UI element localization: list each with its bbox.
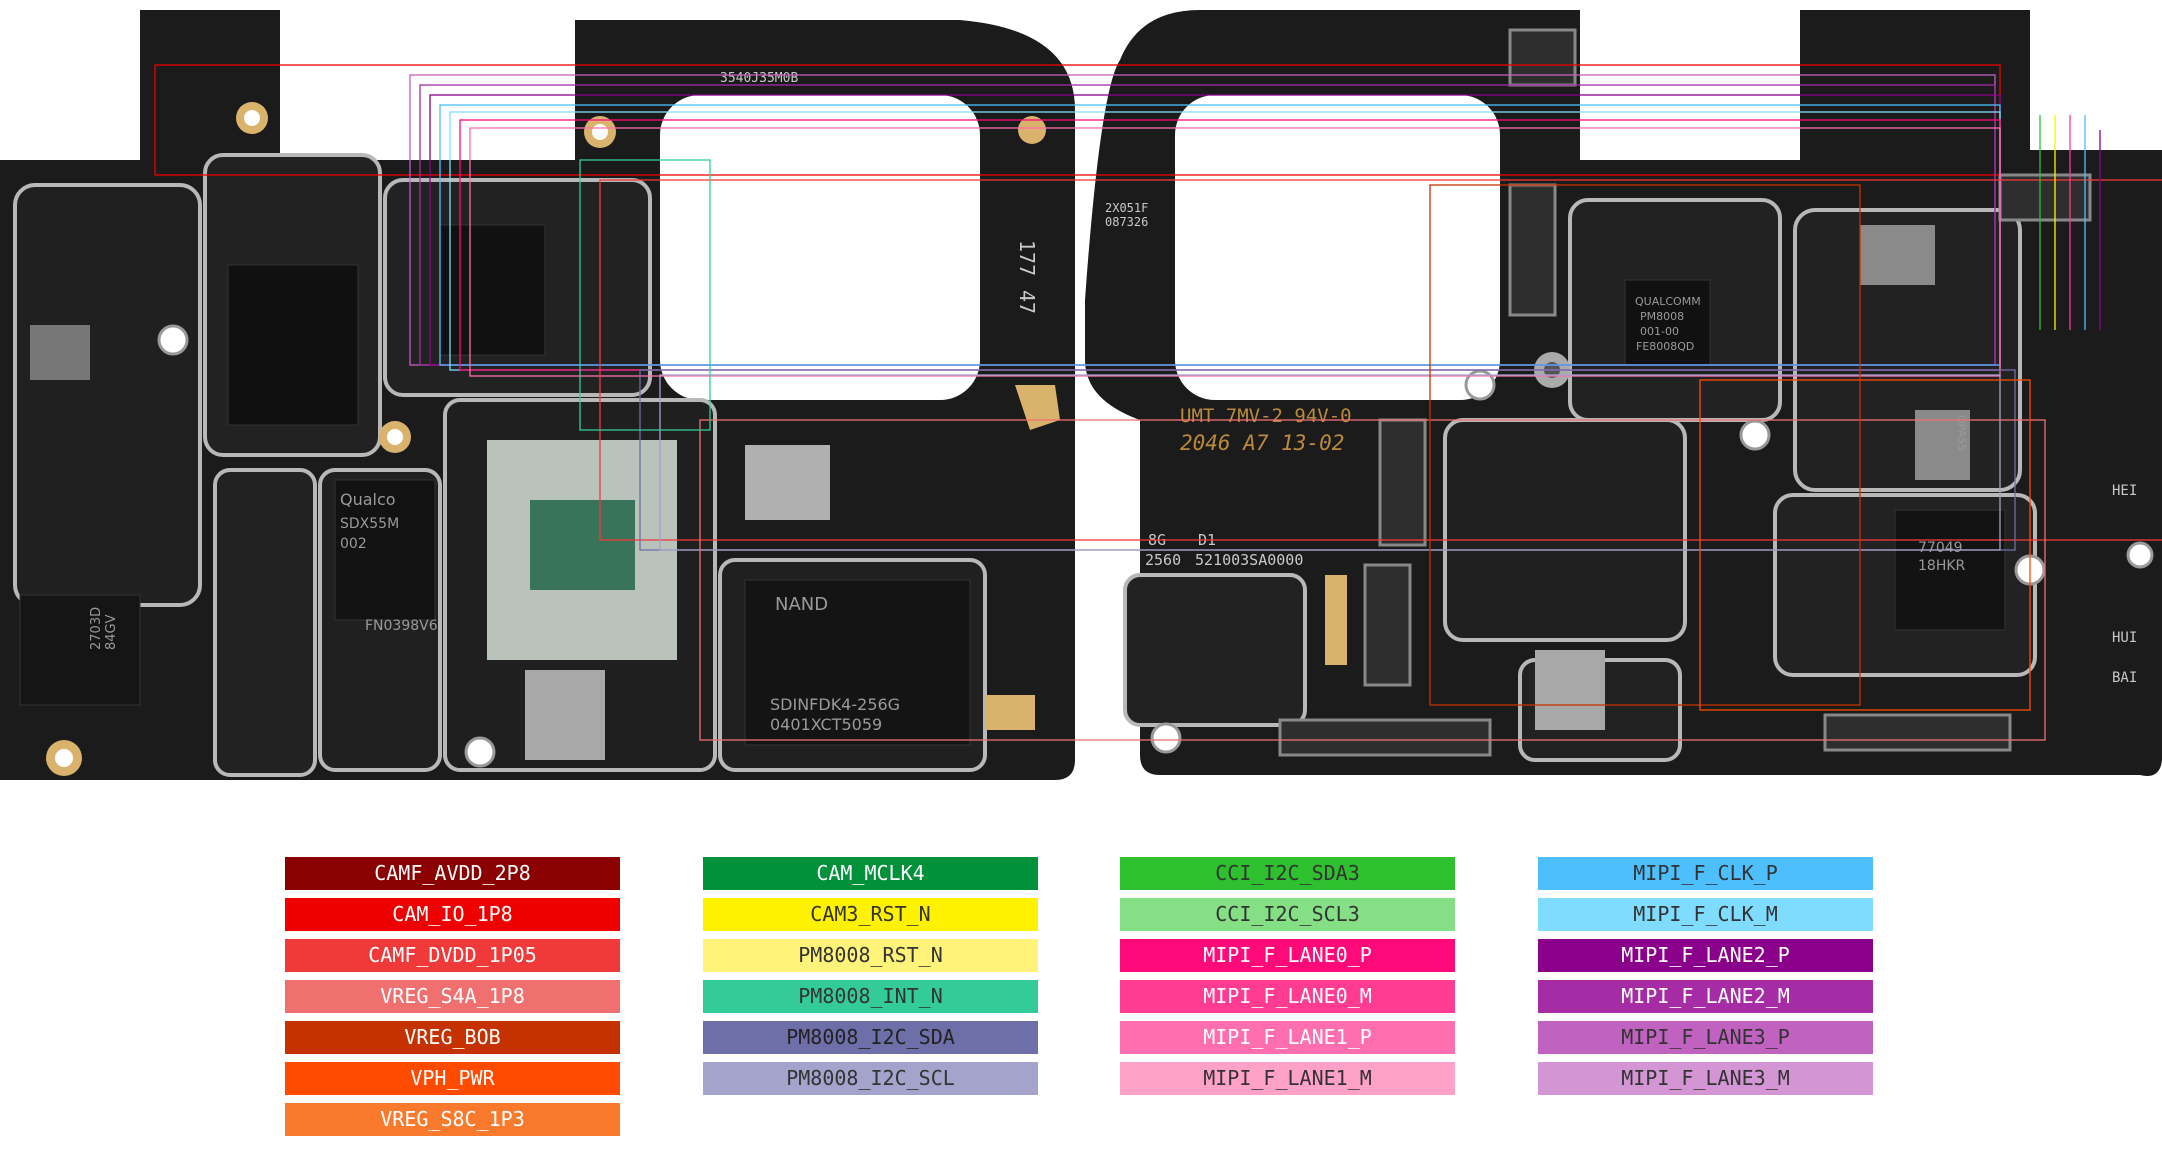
right-silk-lot: 087326 (1105, 215, 1148, 229)
pmic-chip-code: 001-00 (1640, 325, 1679, 338)
nand-chip-lot: 0401XCT5059 (770, 715, 882, 734)
right-board: 2X051F 087326 8G D1 2560 521003SA0000 UM… (1085, 10, 2162, 776)
legend-item-mipi-f-clk-m: MIPI_F_CLK_M (1538, 898, 1873, 931)
edge-label-hei: HEI (2112, 483, 2137, 499)
legend-item-camf-avdd-2p8: CAMF_AVDD_2P8 (285, 857, 620, 890)
small-chip-marking: 2703D (89, 607, 104, 650)
left-silk-47: 47 (1015, 290, 1039, 314)
left-silk-177: 177 (1015, 240, 1039, 276)
legend-item-pm8008-rst-n: PM8008_RST_N (703, 939, 1038, 972)
legend-item-mipi-f-lane3-p: MIPI_F_LANE3_P (1538, 1021, 1873, 1054)
legend-item-pm8008-int-n: PM8008_INT_N (703, 980, 1038, 1013)
pmic-chip-lot: FE8008QD (1636, 340, 1694, 353)
legend-item-mipi-f-lane1-p: MIPI_F_LANE1_P (1120, 1021, 1455, 1054)
pmic-chip-marking: QUALCOMM (1635, 295, 1701, 308)
left-board: 3540J35M0B 177 47 Qualco SDX55M 002 FN03… (0, 10, 1075, 780)
legend-item-camf-dvdd-1p05: CAMF_DVDD_1P05 (285, 939, 620, 972)
legend-item-vreg-s4a-1p8: VREG_S4A_1P8 (285, 980, 620, 1013)
legend-item-vreg-s8c-1p3: VREG_S8C_1P3 (285, 1103, 620, 1136)
legend-item-vph-pwr: VPH_PWR (285, 1062, 620, 1095)
legend-item-mipi-f-lane0-m: MIPI_F_LANE0_M (1120, 980, 1455, 1013)
date-code: 2046 A7 13-02 (1180, 431, 1344, 455)
legend-item-vreg-bob: VREG_BOB (285, 1021, 620, 1054)
legend-item-mipi-f-lane0-p: MIPI_F_LANE0_P (1120, 939, 1455, 972)
nand-chip-part: SDINFDK4-256G (770, 695, 900, 714)
right-silk-serial: 2X051F (1105, 201, 1148, 215)
legend-item-cam3-rst-n: CAM3_RST_N (703, 898, 1038, 931)
legend-item-mipi-f-lane3-m: MIPI_F_LANE3_M (1538, 1062, 1873, 1095)
legend-item-pm8008-i2c-scl: PM8008_I2C_SCL (703, 1062, 1038, 1095)
edge-label-bai: BAI (2112, 670, 2137, 686)
right-silk-board-id: 521003SA0000 (1195, 551, 1303, 569)
legend-item-mipi-f-clk-p: MIPI_F_CLK_P (1538, 857, 1873, 890)
small-chip-marking-2: 84GV (104, 614, 119, 650)
legend-item-cam-io-1p8: CAM_IO_1P8 (285, 898, 620, 931)
right-silk-2560: 2560 (1145, 551, 1181, 569)
legend-item-cci-i2c-sda3: CCI_I2C_SDA3 (1120, 857, 1455, 890)
signal-traces (154, 64, 2162, 741)
legend-item-mipi-f-lane2-m: MIPI_F_LANE2_M (1538, 980, 1873, 1013)
modem-chip-marking: SDX55M (340, 516, 399, 532)
legend-item-cci-i2c-scl3: CCI_I2C_SCL3 (1120, 898, 1455, 931)
nand-chip-marking: NAND (775, 594, 828, 615)
legend-item-cam-mclk4: CAM_MCLK4 (703, 857, 1038, 890)
legend-item-pm8008-i2c-sda: PM8008_I2C_SDA (703, 1021, 1038, 1054)
qualcomm-modem-chip: Qualco (340, 490, 396, 509)
pa-chip-marking: QPA55 (1955, 415, 1968, 451)
legend-item-mipi-f-lane2-p: MIPI_F_LANE2_P (1538, 939, 1873, 972)
pmic-chip-part: PM8008 (1640, 310, 1684, 323)
legend-item-mipi-f-lane1-m: MIPI_F_LANE1_M (1120, 1062, 1455, 1095)
manufacturer-mark: UMT 7MV-2 94V-0 (1180, 405, 1352, 427)
edge-label-hui: HUI (2112, 630, 2137, 646)
rf-chip-lot: 18HKR (1918, 558, 1966, 574)
rf-chip-marking: 77049 (1918, 540, 1963, 556)
modem-chip-code: 002 (340, 536, 367, 552)
modem-chip-lot: FN0398V6 (365, 618, 438, 634)
board-photo: 3540J35M0B 177 47 Qualco SDX55M 002 FN03… (0, 10, 2162, 780)
